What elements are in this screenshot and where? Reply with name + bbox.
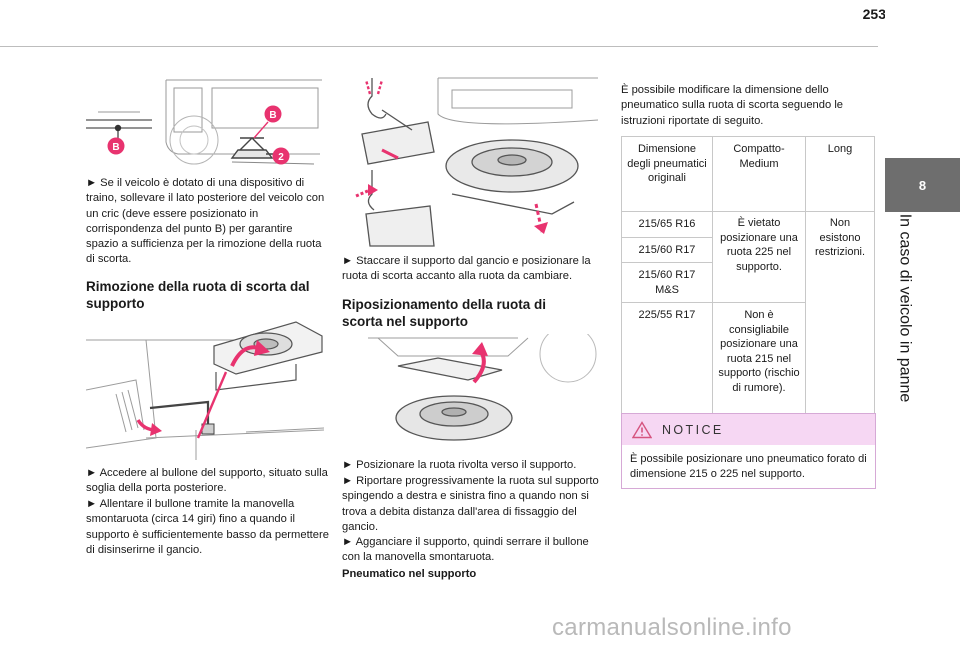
spare-wheel-icon [445,139,579,215]
hook-inset-bottom [365,170,435,247]
removal-step-2: ► Allentare il bullone tramite la manove… [86,498,329,556]
removal-step-1: ► Accedere al bullone del supporto, situ… [86,467,328,495]
vehicle-side-outline [165,79,322,165]
long-rule: Non esistono restrizioni. [805,211,875,414]
spare-wheel-icon [395,357,513,441]
table-row: 215/60 R17 [621,236,875,263]
section-heading-refit: Riposizionamento della ruota di scorta n… [342,297,547,329]
tyre-size-intro: È possibile modificare la dimensione del… [621,84,844,127]
callout-b-vehicle [264,105,282,123]
pointer-line [196,371,228,439]
header-original-size: Dimensione degli pneumatici originali [621,136,713,212]
subheading-tyre-in-support: Pneumatico nel supporto [342,568,477,580]
jack-instruction: ► Se il veicolo è dotato di una disposit… [86,177,325,266]
callout-b-inset [107,137,125,155]
compact-rule-215: Non è consigliabile posizionare una ruot… [712,302,806,414]
refit-step-3: ► Agganciare il supporto, quindi serrare… [342,536,589,564]
jack-position-illustration: B B 2 [86,79,322,165]
compact-rule-225: È vietato posizionare una ruota 225 nel … [712,211,806,303]
callout-2-jack-label: 2 [278,152,284,163]
size-cell: 215/65 R16 [621,211,713,238]
size-cell: 215/60 R17 M&S [621,262,713,303]
callout-2-jack [272,147,290,165]
vehicle-rear-outline [437,77,598,125]
refit-step-2: ► Riportare progressivamente la ruota su… [342,475,599,533]
table-header-row: Dimensione degli pneumatici originali Co… [621,136,875,212]
chapter-title: In caso di veicolo in panne [886,214,922,403]
spare-wheel-bolt-illustration [86,321,324,460]
table-row: 215/65 R16 È vietato posizionare una ruo… [621,211,875,414]
size-cell: 225/55 R17 [621,302,713,414]
inset-hitch-point [86,111,152,138]
door-sill-outline [86,339,324,460]
refit-wheel-illustration [368,334,597,441]
unhook-support-illustration [355,77,598,247]
header-long: Long [805,136,875,212]
page-number: 253 [862,6,886,22]
vehicle-underside-outline [368,334,597,383]
chapter-number-tab[interactable]: 8 [885,158,960,212]
hook-inset-top [361,78,435,165]
warning-triangle-icon [632,420,652,438]
tyre-compatibility-table: Dimensione degli pneumatici originali Co… [621,136,875,414]
watermark: carmanualsonline.info [552,614,792,641]
unhook-instruction: ► Staccare il supporto dal gancio e posi… [342,255,591,283]
callout-b-inset-label: B [112,142,119,153]
spare-wheel-icon [213,321,323,391]
header-compact-medium: Compatto-Medium [712,136,806,212]
chapter-sidebar [885,0,960,649]
header-rule [0,46,878,47]
notice-header: NOTICE [622,414,875,445]
table-row: 225/55 R17 Non è consigliabile posiziona… [621,302,875,414]
notice-text: È possibile posizionare uno pneumatico f… [630,453,867,480]
callout-b-vehicle-label: B [269,110,276,121]
notice-title: NOTICE [662,422,724,437]
table-row: 215/60 R17 M&S [621,262,875,303]
notice-box: NOTICE È possibile posizionare uno pneum… [621,413,876,489]
refit-step-1: ► Posizionare la ruota rivolta verso il … [342,459,577,471]
section-heading-removal: Rimozione della ruota di scorta dal supp… [86,279,310,311]
chapter-title-text: In caso di veicolo in panne [896,213,914,403]
size-cell: 215/60 R17 [621,236,713,263]
